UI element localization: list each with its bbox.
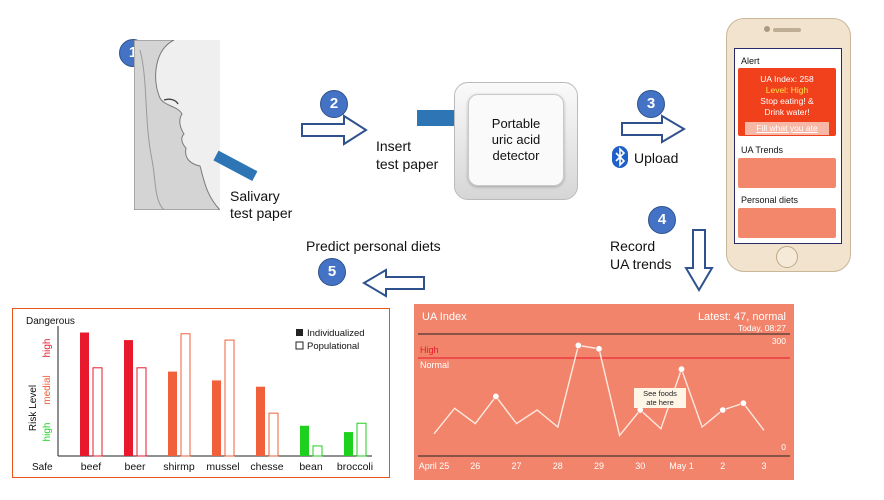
detector-test-paper-slot	[417, 110, 457, 126]
risk-level-chart: Dangerous Safe Risk Level high medial hi…	[26, 316, 373, 473]
detector-label-line3: detector	[492, 148, 540, 163]
fill-what-you-ate-link[interactable]: Fill what you ate	[745, 122, 829, 135]
detector-label-line1: Portable	[491, 116, 541, 131]
bar-individualized-shirmp	[168, 371, 177, 456]
risk-category-label: beer	[124, 461, 146, 473]
face-sketch	[133, 39, 222, 211]
bar-populational-chesse	[268, 412, 279, 457]
risk-chart-safe-label: Safe	[32, 462, 53, 473]
phone-home-button[interactable]	[776, 246, 798, 268]
ua-xtick-label: 26	[470, 461, 480, 471]
risk-chart-level-low: high	[42, 423, 53, 442]
bar-populational-beef	[92, 367, 103, 457]
salivary-label-line1: Salivary	[230, 188, 280, 204]
record-label-line1: Record	[610, 238, 656, 254]
risk-category-label: shirmp	[163, 461, 195, 473]
ua-trend-chart-panel	[414, 304, 794, 480]
risk-category-label: broccoli	[337, 461, 373, 473]
bar-individualized-chesse	[256, 386, 265, 456]
bar-individualized-broccoli	[344, 432, 353, 456]
ua-data-point[interactable]	[574, 341, 582, 349]
salivary-test-paper-strip	[213, 150, 258, 182]
ua-xtick-label: 29	[594, 461, 604, 471]
bar-populational-shirmp	[180, 333, 191, 457]
personal-diets-panel[interactable]	[738, 208, 836, 238]
legend-label-individualized: Individualized	[307, 328, 365, 339]
arrow-left-icon	[362, 268, 426, 298]
ua-trends-panel[interactable]	[738, 158, 836, 188]
alert-ua-index: UA Index: 258	[760, 74, 814, 84]
ua-chart-high-label: High	[420, 345, 439, 355]
legend-swatch-individualized	[296, 329, 303, 336]
step-3-badge: 3	[637, 90, 665, 118]
ua-xtick-label: 28	[553, 461, 563, 471]
ua-series-line	[433, 344, 765, 438]
arrow-right-icon	[620, 114, 686, 144]
ua-xtick-label: April 25	[419, 461, 450, 471]
legend-swatch-populational	[295, 341, 304, 350]
ua-trends-title: UA Trends	[741, 145, 784, 155]
ua-chart-latest: Latest: 47, normal	[698, 311, 786, 323]
upload-label: Upload	[634, 150, 679, 166]
detector-face: Portable uric acid detector	[468, 94, 564, 186]
arrow-right-icon	[300, 114, 368, 146]
alert-message-line1: Stop eating! &	[760, 96, 814, 106]
bluetooth-icon	[612, 146, 628, 168]
ua-data-point[interactable]	[719, 406, 727, 414]
risk-category-label: bean	[299, 461, 323, 473]
arrow-down-icon	[684, 228, 714, 292]
alert-title: Alert	[741, 56, 760, 66]
ua-data-point[interactable]	[595, 345, 603, 353]
risk-chart-legend: Individualized Populational	[295, 328, 365, 352]
bar-populational-mussel	[224, 339, 235, 457]
step-5-badge: 5	[318, 258, 346, 286]
insert-label-line1: Insert	[376, 138, 412, 154]
ua-xtick-label: 2	[720, 461, 725, 471]
alert-message-line2: Drink water!	[764, 107, 810, 117]
risk-chart-ylabel: Risk Level	[28, 385, 39, 431]
ua-xtick-label: 30	[635, 461, 645, 471]
predict-label: Predict personal diets	[306, 238, 441, 254]
salivary-label-line2: test paper	[230, 205, 293, 221]
phone-camera-icon	[764, 26, 770, 32]
insert-label-line2: test paper	[376, 156, 439, 172]
legend-label-populational: Populational	[307, 341, 359, 352]
ua-xtick-label: May 1	[669, 461, 694, 471]
bar-individualized-beer	[124, 340, 133, 456]
ua-data-point[interactable]	[492, 392, 500, 400]
risk-chart-level-high: high	[42, 339, 53, 358]
risk-chart-level-medial: medial	[42, 375, 53, 404]
ua-xtick-label: 27	[511, 461, 521, 471]
ua-chart-latest-time: Today, 08:27	[738, 323, 786, 333]
ua-data-point[interactable]	[739, 399, 747, 407]
detector-label-line2: uric acid	[491, 132, 541, 147]
bar-individualized-mussel	[212, 380, 221, 456]
step-2-badge: 2	[320, 90, 348, 118]
ua-chart-title: UA Index	[422, 311, 467, 323]
ua-data-point[interactable]	[677, 365, 685, 373]
ua-chart-ytick-bottom: 0	[781, 442, 786, 452]
ua-chart-normal-label: Normal	[420, 360, 449, 370]
personal-diets-title: Personal diets	[741, 195, 799, 205]
risk-category-label: mussel	[206, 461, 239, 473]
ua-trend-chart: UA Index Latest: 47, normal Today, 08:27…	[418, 311, 790, 471]
bar-individualized-bean	[300, 425, 309, 456]
record-label-line2: UA trends	[610, 256, 672, 272]
step-4-badge: 4	[648, 206, 676, 234]
risk-chart-dangerous-label: Dangerous	[26, 316, 75, 327]
bar-populational-beer	[136, 367, 147, 457]
bar-populational-broccoli	[356, 422, 367, 457]
risk-category-label: chesse	[250, 461, 283, 473]
risk-level-chart-panel	[12, 308, 390, 478]
risk-category-label: beef	[81, 461, 102, 473]
bar-individualized-beef	[80, 332, 89, 456]
phone-speaker	[773, 28, 801, 32]
bar-populational-bean	[312, 445, 323, 457]
alert-level: Level: High	[765, 85, 809, 95]
ua-chart-ytick-top: 300	[772, 336, 786, 346]
ua-xtick-label: 3	[761, 461, 766, 471]
